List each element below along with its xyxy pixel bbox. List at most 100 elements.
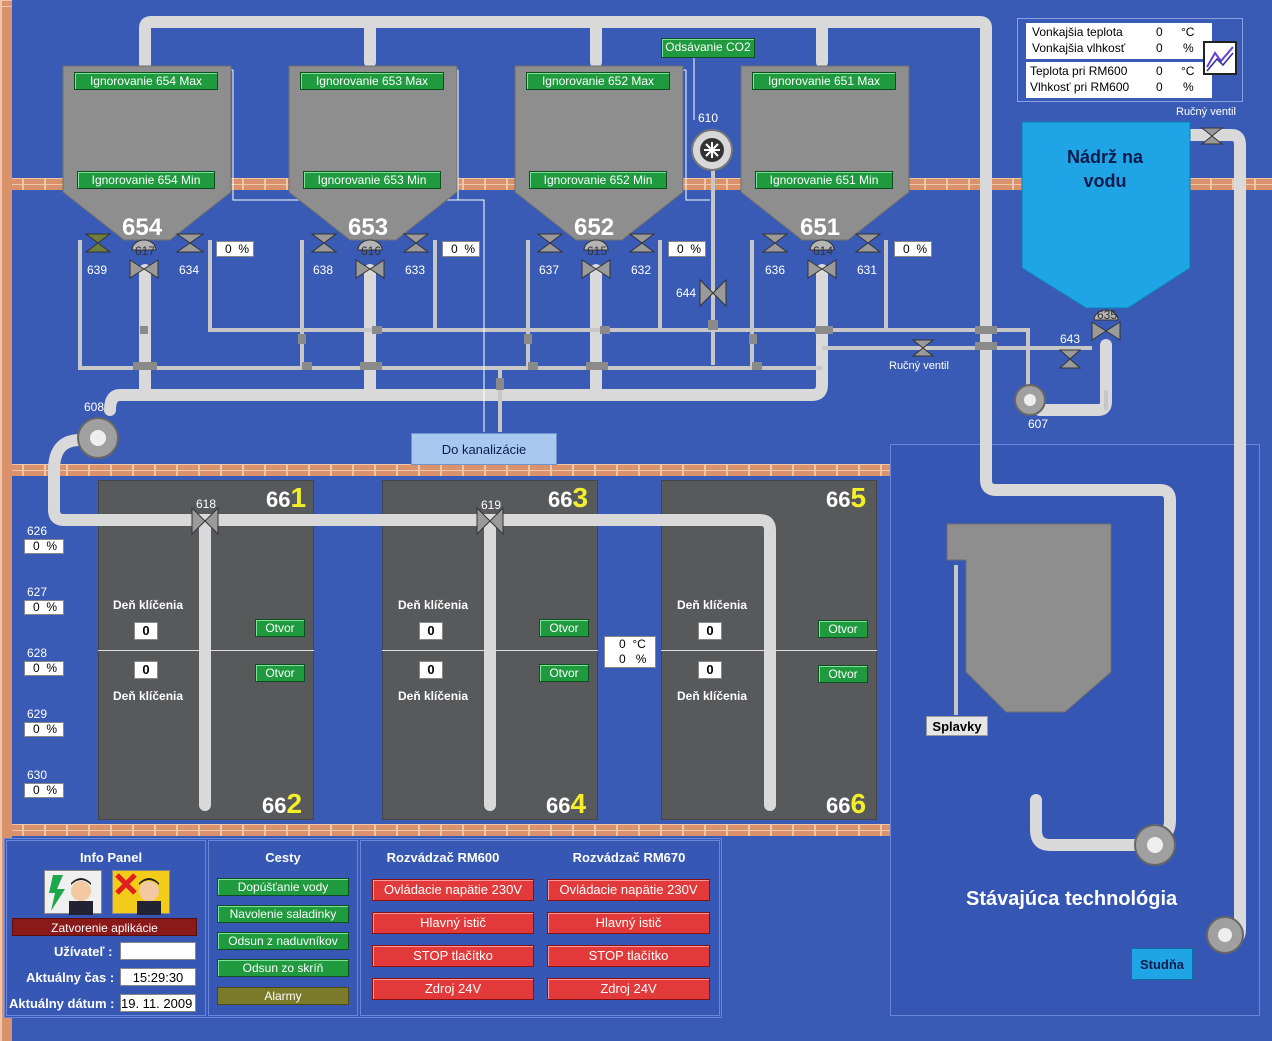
valve-631-label: 631 [857, 263, 878, 277]
sensor-629-val: 0 [33, 722, 40, 736]
silo-652-level: 0 % [668, 241, 706, 257]
valve-643-label: 643 [1060, 332, 1081, 346]
rm600-power24-button[interactable]: Zdroj 24V [372, 978, 534, 1000]
time-field: 15:29:30 [120, 968, 196, 986]
rm600-stop-button[interactable]: STOP tlačítko [372, 945, 534, 967]
rm600-breaker-button[interactable]: Hlavný istič [372, 912, 534, 934]
pump-608-label: 608 [84, 400, 105, 414]
room-665-number: 665 [826, 482, 866, 514]
room-666-prefix: 66 [826, 793, 851, 818]
ignore-652-max-button[interactable]: Ignorovanie 652 Max [526, 72, 670, 90]
room-661-day-value: 0 [134, 622, 158, 640]
valve-635-label: 635 [1097, 308, 1118, 322]
room-661-digit: 1 [290, 482, 307, 513]
rm600-voltage-button[interactable]: Ovládacie napätie 230V [372, 879, 534, 901]
ignore-654-max-button[interactable]: Ignorovanie 654 Max [74, 72, 218, 90]
silo-653-label: 653 [348, 214, 389, 241]
room-664-day-value: 0 [419, 661, 443, 679]
sensor-629-box: 0 % [24, 722, 64, 737]
rm670-stop-button[interactable]: STOP tlačítko [547, 945, 710, 967]
sensor-630-unit: % [46, 783, 58, 797]
room-divider-3 [661, 650, 877, 651]
rm670-voltage-button[interactable]: Ovládacie napätie 230V [547, 879, 710, 901]
valve-633-label: 633 [405, 263, 426, 277]
valve-619-label: 619 [481, 498, 502, 512]
weather-ext-hum-unit: % [1183, 41, 1194, 55]
valve-637-label: 637 [539, 263, 560, 277]
valve-615-label: 615 [587, 244, 608, 258]
room-664-day-label: Deň klíčenia [398, 689, 469, 703]
sensor-628-val: 0 [33, 661, 40, 675]
weather-rm-hum-val: 0 [1156, 80, 1163, 94]
existing-tech-label: Stávajúca technológia [966, 888, 1178, 910]
room-661-number: 661 [266, 482, 306, 514]
weather-rm-temp-unit: °C [1181, 64, 1195, 78]
rm670-power24-button[interactable]: Zdroj 24V [547, 978, 710, 1000]
user-login-icon[interactable] [44, 870, 102, 915]
room-664-digit: 4 [570, 788, 587, 819]
water-tank-shape [1021, 121, 1191, 309]
weather-ext-box [1026, 23, 1212, 59]
ignore-651-max-button[interactable]: Ignorovanie 651 Max [752, 72, 896, 90]
room-665-open-button[interactable]: Otvor [818, 620, 868, 638]
studna-button[interactable]: Studňa [1131, 948, 1193, 980]
room-662-prefix: 66 [262, 793, 287, 818]
room-662-day-value: 0 [134, 661, 158, 679]
route-saladin-button[interactable]: Navolenie saladinky [217, 905, 349, 923]
drain-button[interactable]: Do kanalizácie [411, 433, 557, 465]
room-666-number: 666 [826, 788, 866, 820]
date-field: 19. 11. 2009 [120, 994, 196, 1012]
date-label: Aktuálny dátum : [9, 996, 115, 1011]
splavky-label[interactable]: Splavky [926, 716, 988, 736]
co2-extraction-button[interactable]: Odsávanie CO2 [661, 38, 755, 58]
silo-651-level: 0 % [894, 241, 932, 257]
brick-wall-bottom [0, 824, 890, 836]
ignore-651-min-button[interactable]: Ignorovanie 651 Min [755, 171, 893, 189]
room-663-open-button[interactable]: Otvor [539, 619, 589, 637]
manual-valve-top-label: Ručný ventil [1176, 106, 1236, 118]
sensor-626-box: 0 % [24, 539, 64, 554]
room-662-day-label: Deň klíčenia [113, 689, 184, 703]
route-water-fill-button[interactable]: Dopúšťanie vody [217, 878, 349, 896]
silo-654-pct: 0 [225, 242, 232, 256]
silo-652-pct: 0 [677, 242, 684, 256]
room-climate-hum-unit: % [635, 652, 647, 666]
room-661-open-button[interactable]: Otvor [255, 619, 305, 637]
sensor-630-label: 630 [27, 768, 48, 782]
room-664-open-button[interactable]: Otvor [539, 664, 589, 682]
room-666-day-value: 0 [698, 661, 722, 679]
pump-607-label: 607 [1028, 417, 1049, 431]
room-663-prefix: 66 [548, 487, 573, 512]
trend-chart-icon[interactable] [1203, 41, 1237, 75]
sensor-630-box: 0 % [24, 783, 64, 798]
room-662-open-button[interactable]: Otvor [255, 664, 305, 682]
room-666-open-button[interactable]: Otvor [818, 665, 868, 683]
weather-ext-hum-label: Vonkajšia vlhkosť [1032, 41, 1126, 55]
route-skrine-button[interactable]: Odsun zo skríň [217, 959, 349, 977]
routes-title: Cesty [265, 850, 301, 865]
weather-ext-temp-val: 0 [1156, 25, 1163, 39]
room-665-prefix: 66 [826, 487, 851, 512]
ignore-653-max-button[interactable]: Ignorovanie 653 Max [300, 72, 444, 90]
silo-654-level: 0 % [216, 241, 254, 257]
room-climate-temp: 0 [619, 637, 626, 651]
rm670-breaker-button[interactable]: Hlavný istič [547, 912, 710, 934]
sensor-628-unit: % [46, 661, 58, 675]
valve-639-label: 639 [87, 263, 108, 277]
route-naduvniky-button[interactable]: Odsun z naduvníkov [217, 932, 349, 950]
silo-652-label: 652 [574, 214, 615, 241]
silo-651-label: 651 [800, 214, 841, 241]
weather-ext-temp-unit: °C [1181, 25, 1195, 39]
close-app-button[interactable]: Zatvorenie aplikácie [12, 918, 197, 936]
fan-610-label: 610 [698, 111, 719, 125]
silo-654-pct-unit: % [238, 242, 250, 256]
ignore-653-min-button[interactable]: Ignorovanie 653 Min [303, 171, 441, 189]
user-field[interactable] [120, 942, 196, 960]
sensor-626-val: 0 [33, 539, 40, 553]
user-logout-icon[interactable] [112, 870, 170, 915]
user-label: Užívateľ : [54, 944, 113, 959]
alarms-button[interactable]: Alarmy [217, 987, 349, 1005]
room-climate-readout: 0 °C 0 % [604, 636, 656, 668]
ignore-654-min-button[interactable]: Ignorovanie 654 Min [77, 171, 215, 189]
ignore-652-min-button[interactable]: Ignorovanie 652 Min [529, 171, 667, 189]
